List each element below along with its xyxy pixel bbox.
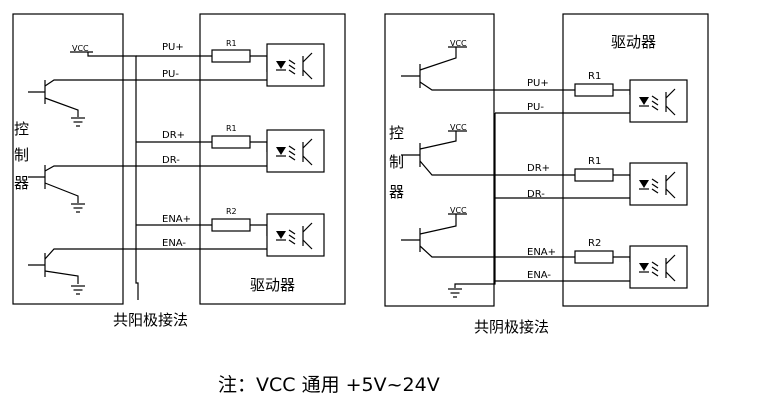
transistor-3 (28, 248, 138, 295)
resistor-r1 (211, 49, 251, 63)
controller-label-char: 制 (14, 146, 29, 164)
transistor-2 (28, 165, 138, 213)
driver-box (562, 13, 709, 307)
controller-label-char: 制 (389, 153, 404, 171)
right-caption: 共阴极接法 (474, 318, 549, 336)
signal-label: ENA- (527, 270, 551, 281)
vcc-label: VCC (72, 44, 89, 53)
controller-box (12, 13, 124, 305)
driver-label: 驱动器 (611, 33, 656, 51)
optocoupler-1 (629, 79, 688, 123)
resistor-label: R1 (226, 124, 237, 133)
common-cathode-diagram: 控 制 器 VCC VCC VCC (384, 13, 709, 336)
transistor-1 (28, 79, 138, 127)
optocoupler-2 (629, 162, 688, 206)
controller-label-char: 控 (389, 124, 404, 142)
transistor-2 (401, 131, 575, 176)
signal-label: ENA+ (162, 214, 191, 225)
optocoupler-2 (266, 129, 325, 173)
signal-label: PU+ (527, 78, 549, 89)
resistor-r1 (574, 83, 614, 97)
resistor-r1 (574, 168, 614, 182)
driver-box (199, 13, 346, 305)
controller-label-char: 器 (14, 174, 29, 192)
resistor-label: R1 (226, 39, 237, 48)
resistor-r2 (574, 250, 614, 264)
controller-label-char: 控 (14, 120, 29, 138)
signal-label: ENA- (162, 238, 186, 249)
vcc-label: VCC (450, 123, 467, 132)
signal-label: DR+ (527, 163, 550, 174)
vcc-label: VCC (450, 206, 467, 215)
resistor-r2 (211, 218, 251, 232)
controller-label-char: 器 (389, 183, 404, 201)
resistor-label: R2 (588, 238, 601, 249)
vcc-note: 注：VCC 通用 +5V~24V (218, 374, 440, 396)
optocoupler-3 (266, 213, 325, 257)
transistor-3 (401, 214, 575, 258)
resistor-label: R1 (588, 156, 601, 167)
resistor-label: R1 (588, 71, 601, 82)
resistor-label: R2 (226, 207, 237, 216)
optocoupler-3 (629, 245, 688, 289)
left-caption: 共阳极接法 (113, 311, 188, 329)
driver-label: 驱动器 (250, 276, 295, 294)
common-anode-diagram: 控 制 器 VCC PU+ PU- (12, 13, 346, 329)
controller-box (384, 13, 495, 307)
signal-label: DR+ (162, 130, 185, 141)
signal-label: DR- (162, 155, 180, 166)
signal-label: PU- (527, 102, 544, 113)
optocoupler-1 (266, 43, 325, 87)
signal-label: PU- (162, 69, 179, 80)
transistor-1 (401, 47, 575, 91)
resistor-r1 (211, 135, 251, 149)
vcc-label: VCC (450, 39, 467, 48)
signal-label: DR- (527, 189, 545, 200)
signal-label: ENA+ (527, 247, 556, 258)
signal-label: PU+ (162, 42, 184, 53)
